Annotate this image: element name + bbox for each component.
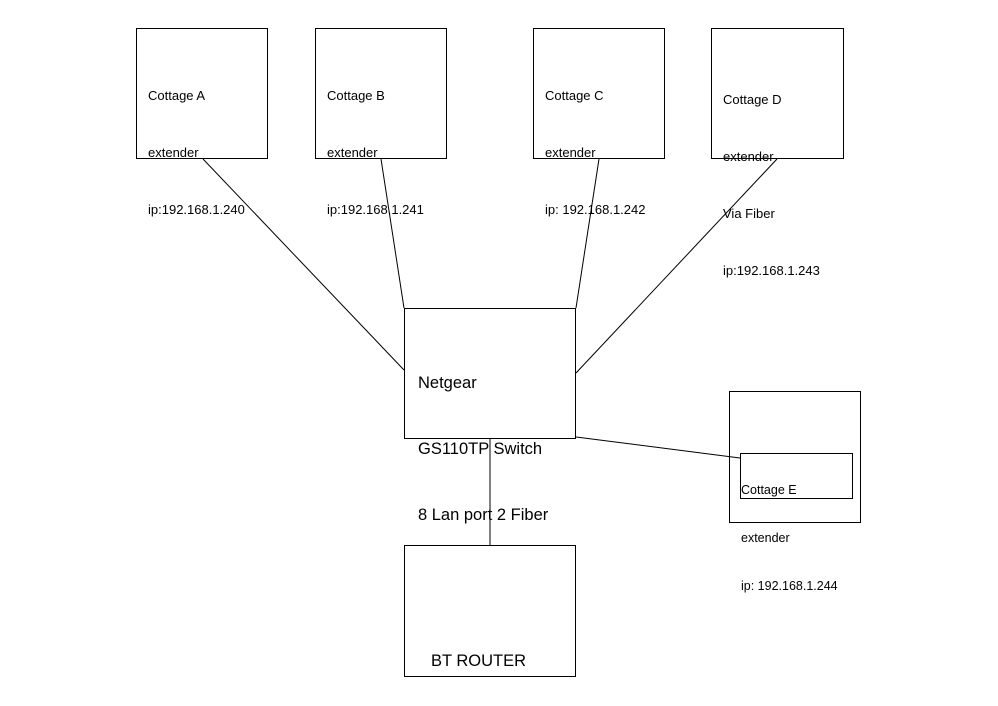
cottage-c-type: extender [545,145,596,160]
cottage-b-node [315,28,447,159]
router-node [404,545,576,677]
cottage-e-label: Cottage E extender ip: 192.168.1.244 [741,450,838,610]
cottage-c-name: Cottage C [545,88,604,103]
cottage-d-label: Cottage D extender Via Fiber ip:192.168.… [723,52,820,299]
switch-label: Netgear GS110TP Switch 8 Lan port 2 Fibe… [418,328,548,548]
cottage-b-ip: ip:192.168.1.241 [327,202,424,217]
cottage-a-node [136,28,268,159]
cottage-b-type: extender [327,145,378,160]
router-label: BT ROUTER [431,606,526,694]
cottage-d-type: extender [723,149,774,164]
cottage-b-label: Cottage B extender ip:192.168.1.241 [327,48,424,238]
cottage-e-name: Cottage E [741,483,797,497]
cottage-b-name: Cottage B [327,88,385,103]
cottage-c-ip: ip: 192.168.1.242 [545,202,646,217]
cottage-e-label-frame [740,453,853,499]
cottage-e-type: extender [741,531,790,545]
link-cottage-b-switch [380,158,405,309]
cottage-d-ip: ip:192.168.1.243 [723,263,820,278]
cottage-d-name: Cottage D [723,92,782,107]
cottage-a-name: Cottage A [148,88,206,103]
switch-brand: Netgear [418,374,477,392]
link-cottage-d-switch [575,158,778,374]
switch-ports: 8 Lan port 2 Fiber [418,506,549,524]
cottage-d-node [711,28,844,159]
cottage-a-ip: ip:192.168.1.240 [148,202,245,217]
cottage-e-node [729,391,861,523]
link-switch-cottage-e [575,436,741,459]
cottage-d-link: Via Fiber [723,206,775,221]
cottage-a-label: Cottage A extender ip:192.168.1.240 [148,48,245,238]
switch-model: GS110TP Switch [418,440,543,458]
cottage-c-label: Cottage C extender ip: 192.168.1.242 [545,48,645,238]
link-cottage-a-switch [202,158,405,371]
cottage-a-type: extender [148,145,199,160]
link-cottage-c-switch [575,158,600,309]
cottage-e-ip: ip: 192.168.1.244 [741,579,838,593]
cottage-c-node [533,28,665,159]
switch-node [404,308,576,439]
router-name: BT ROUTER [431,652,527,670]
